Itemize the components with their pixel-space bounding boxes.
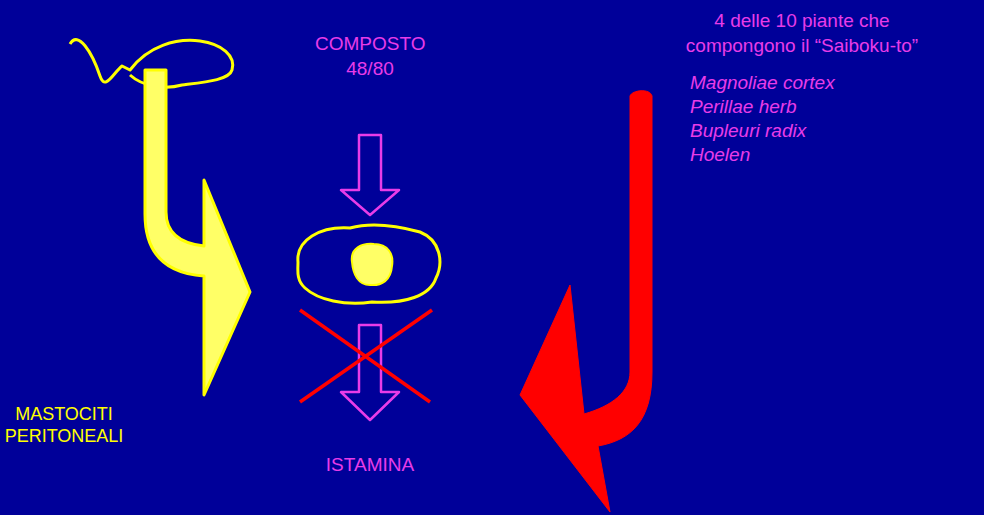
mast-cell: [298, 225, 440, 303]
compound-label: COMPOSTO 48/80: [315, 31, 425, 81]
cell-nucleus: [352, 244, 393, 285]
hollow-arrow: [341, 135, 399, 215]
block-cross: [300, 310, 432, 402]
plant-name: Hoelen: [690, 143, 960, 167]
plant-name: Perillae herb: [690, 95, 960, 119]
yellow-curved-arrow: [145, 70, 250, 395]
cell-label: MASTOCITI PERITONEALI: [3, 403, 125, 447]
product-label: ISTAMINA: [300, 453, 440, 477]
plant-name: Bupleuri radix: [690, 119, 960, 143]
plant-name: Magnoliae cortex: [690, 71, 960, 95]
plants-heading: 4 delle 10 piante che compongono il “Sai…: [662, 8, 942, 58]
red-curved-arrow: [520, 91, 652, 512]
